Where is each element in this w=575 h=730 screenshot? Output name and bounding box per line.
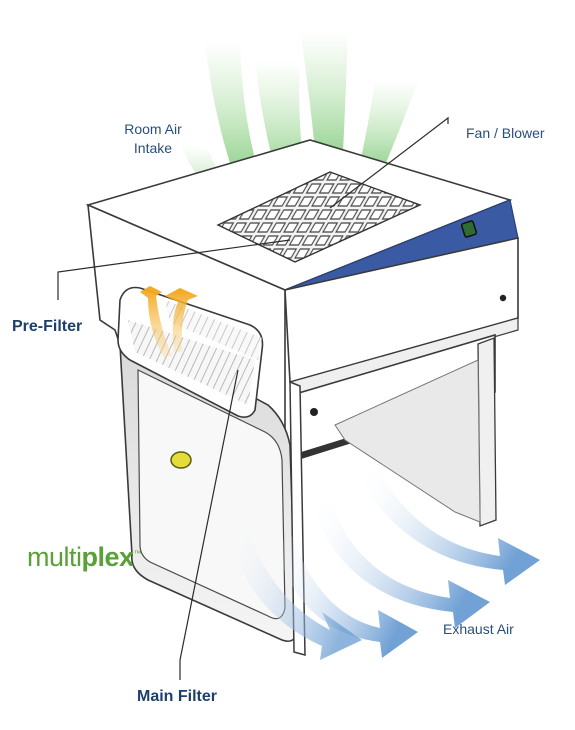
room-air-intake-label: Room Air Intake: [118, 120, 188, 158]
exhaust-arrow-3: [275, 535, 418, 658]
prefilter-pleats: [165, 300, 262, 360]
top-grille: [216, 171, 422, 263]
prefilter-arrow-1: [140, 286, 172, 358]
leader-pre-filter: [57, 239, 291, 300]
logo-text-plex: plex: [81, 542, 135, 572]
room-air-line-2: Intake: [133, 140, 173, 156]
power-switch-icon: [460, 220, 478, 238]
screw-icon: [499, 294, 507, 302]
logo-trademark: ™: [133, 549, 142, 558]
leader-lines: [57, 116, 449, 680]
knob-icon: [310, 408, 318, 416]
main-filter-label: Main Filter: [137, 688, 218, 705]
exhaust-arrow-4: [230, 530, 362, 660]
leader-main-filter: [179, 369, 239, 680]
pre-filter-label: Pre-Filter: [12, 318, 83, 335]
exhaust-arrow-1: [360, 470, 540, 585]
front-frame-right: [477, 337, 497, 527]
exhaust-air-arrows: [230, 470, 540, 660]
exhaust-air-label: Exhaust Air: [443, 621, 514, 637]
exhaust-arrow-2: [312, 500, 490, 628]
prefilter-arrow-2: [165, 288, 198, 352]
multiplex-logo: multiplex™: [27, 542, 142, 573]
side-port-icon: [170, 451, 192, 469]
work-area: [334, 359, 481, 523]
leader-fan-blower: [329, 116, 449, 209]
room-air-line-1: Room Air: [124, 121, 182, 137]
logo-text-multi: multi: [27, 542, 82, 572]
fan-blower-label: Fan / Blower: [466, 125, 545, 141]
